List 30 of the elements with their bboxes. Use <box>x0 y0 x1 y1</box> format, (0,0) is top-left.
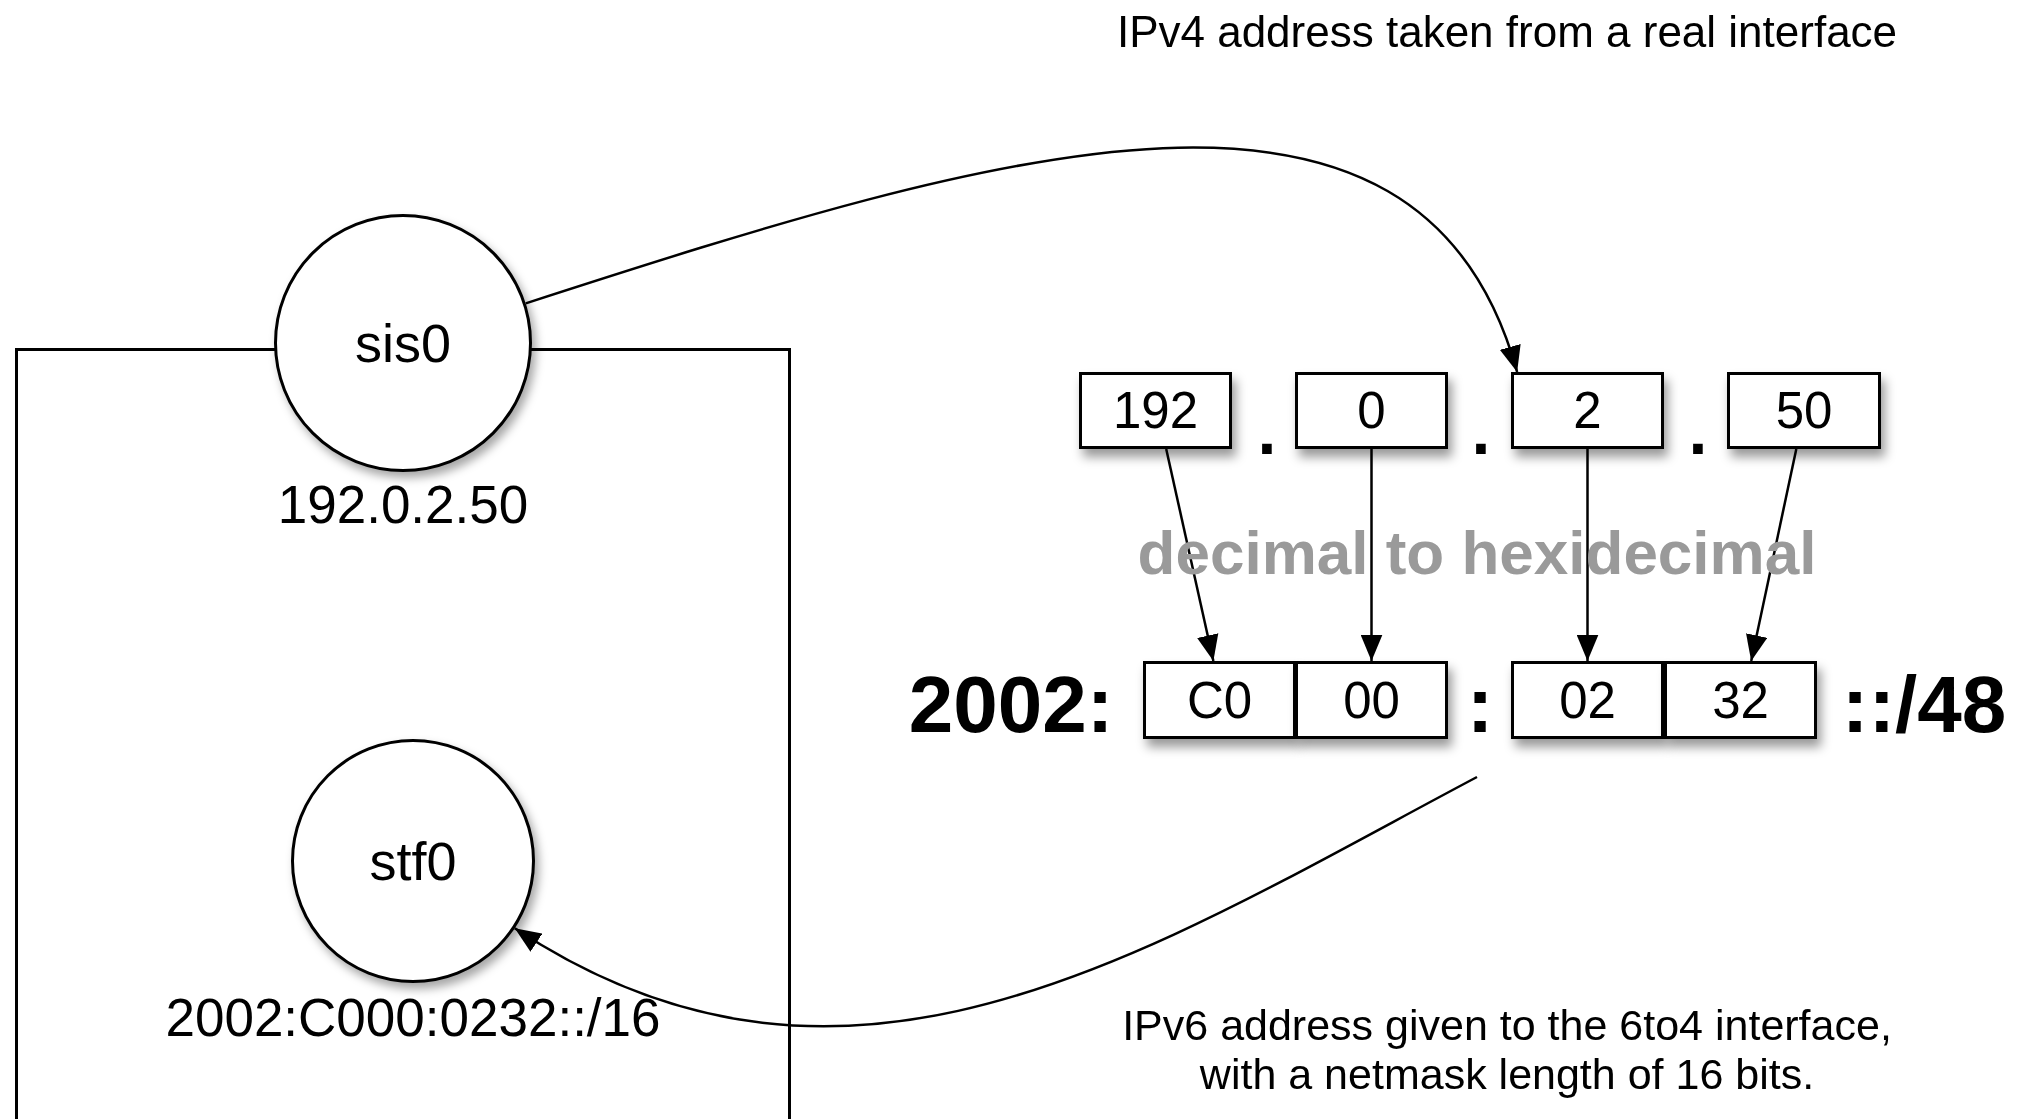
hex-box <box>1295 661 1448 739</box>
octet-box <box>1079 372 1232 449</box>
address-part: 02 <box>1559 670 1616 730</box>
octet-box <box>1511 372 1664 449</box>
prefix-text: ::/48 <box>1841 659 2007 751</box>
octet-box <box>1295 372 1448 449</box>
separator: . <box>1471 391 1491 469</box>
hex-box <box>1511 661 1664 739</box>
address-part: 0 <box>1357 381 1386 440</box>
address-part: 192 <box>1112 381 1199 440</box>
arrow <box>525 146 1519 373</box>
interface-name: sis0 <box>355 312 451 374</box>
prefix-text: 2002: <box>908 659 1114 751</box>
address-part: C0 <box>1186 670 1253 730</box>
hex-box <box>1143 661 1296 739</box>
interface-name: stf0 <box>369 830 457 892</box>
address-part: 50 <box>1775 381 1833 440</box>
hex-box <box>1664 661 1817 739</box>
address-part: 32 <box>1712 670 1769 730</box>
address-label: 192.0.2.50 <box>277 473 529 535</box>
separator: . <box>1688 391 1708 469</box>
address-part: 00 <box>1343 670 1400 730</box>
annotation-text: IPv6 address given to the 6to4 interface, with a netmask length of 16 bits. <box>1121 1000 1893 1100</box>
octet-box <box>1727 372 1881 449</box>
arrow <box>514 775 1478 1027</box>
prefix-text: : <box>1466 659 1494 751</box>
address-part: 2 <box>1573 381 1602 440</box>
separator: . <box>1257 391 1277 469</box>
annotation-text: IPv4 address taken from a real interface <box>1116 7 1898 57</box>
address-label: 2002:C000:0232::/16 <box>165 986 661 1048</box>
